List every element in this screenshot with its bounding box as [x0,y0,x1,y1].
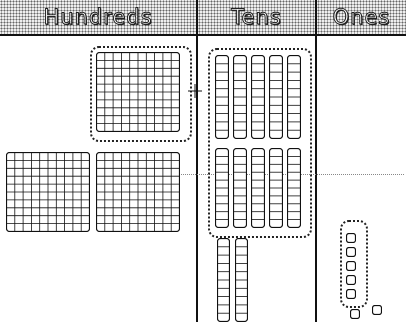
ten-rod[interactable] [215,55,229,139]
one-unit[interactable] [350,304,360,314]
tens-column-header: Tens [198,0,315,36]
hundreds-tens-divider [196,0,198,322]
tens-label: Tens [231,5,281,29]
ten-rod[interactable] [217,238,230,322]
ten-rod[interactable] [235,238,248,322]
one-unit[interactable] [346,242,356,252]
one-unit[interactable] [346,256,356,266]
ten-rod[interactable] [287,55,301,139]
ten-rod-cells [287,148,301,228]
ten-rod[interactable] [251,148,265,228]
ten-rod[interactable] [233,55,247,139]
ten-rod-cells [251,148,265,228]
ten-rod-cells [235,238,248,322]
one-unit[interactable] [346,270,356,280]
hundred-flat[interactable] [96,152,180,232]
one-unit[interactable] [372,300,382,310]
one-unit-cube [372,305,382,315]
ten-rod[interactable] [269,55,283,139]
ten-rod-cells [215,55,229,139]
hundreds-column-header: Hundreds [0,0,196,36]
ten-rod[interactable] [287,148,301,228]
ten-rod-cells [287,55,301,139]
ten-rod-cells [217,238,230,322]
hundred-flat-grid [6,152,90,232]
ten-rod-cells [269,55,283,139]
ten-rod-cells [215,148,229,228]
ten-rod[interactable] [215,148,229,228]
hundred-flat[interactable] [6,152,90,232]
ten-rod[interactable] [269,148,283,228]
one-unit-cube [350,309,360,319]
one-unit[interactable] [346,228,356,238]
ten-rod-cells [269,148,283,228]
hundred-flat-grid [96,152,180,232]
one-unit-cube [346,289,356,299]
tens-ones-divider [315,0,317,322]
hundred-flat[interactable] [96,52,180,132]
ten-rod[interactable] [233,148,247,228]
crosshair-cursor-icon [188,84,202,98]
ten-rod-cells [251,55,265,139]
ten-rod[interactable] [251,55,265,139]
hundred-flat-grid [96,52,180,132]
ones-column-header: Ones [317,0,406,36]
one-unit[interactable] [346,284,356,294]
hundreds-label: Hundreds [43,5,152,29]
ten-rod-cells [233,55,247,139]
ones-label: Ones [333,5,391,29]
ten-rod-cells [233,148,247,228]
